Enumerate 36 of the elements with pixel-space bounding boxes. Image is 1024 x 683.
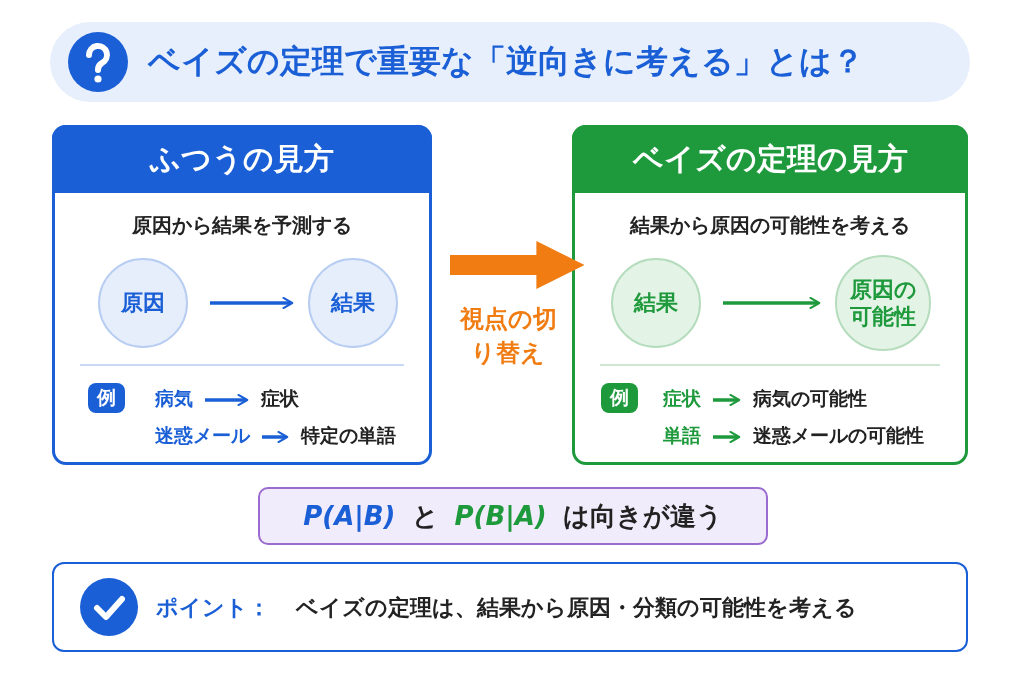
example-text: 迷惑メール [155,423,250,449]
panel-card [52,125,432,465]
point-box [52,562,968,652]
example-text: 症状 [261,386,299,412]
arrow [723,296,821,310]
panel-card [572,125,968,465]
example-text: 特定の単語 [301,423,396,449]
block-arrow [450,241,585,289]
example-text: 単語 [663,423,701,449]
concept-circle: 結果 [611,258,701,348]
example-text: 病気 [155,386,193,412]
panel-header: ふつうの見方 [52,125,432,193]
example-text: 病気の可能性 [753,386,867,412]
example-badge: 例 [88,383,125,413]
example-text: 迷惑メールの可能性 [753,423,924,449]
panel-subtitle: 原因から結果を予測する [131,212,353,239]
concept-circle: 原因の可能性 [835,255,931,351]
concept-circle: 結果 [308,258,398,348]
point-label: ポイント： [156,594,270,622]
formula-text: P(B|A) [454,501,547,531]
formula-text: は向きが違う [562,499,723,533]
point-text: ベイズの定理は、結果から原因・分類の可能性を考える [296,594,857,622]
arrow [210,296,294,310]
formula-text: と [411,499,439,533]
arrow [262,430,289,444]
panel-subtitle: 結果から原因の可能性を考える [628,212,911,239]
formula-text: P(A|B) [303,501,396,531]
title: ベイズの定理で重要な「逆向きに考える」とは？ [148,41,864,82]
formula-box [258,487,768,545]
example-badge: 例 [601,383,638,413]
concept-circle: 原因 [98,258,188,348]
panel-header: ベイズの定理の見方 [572,125,968,193]
example-text: 症状 [663,386,701,412]
arrow [205,393,249,407]
arrow [713,393,741,407]
arrow [713,430,741,444]
